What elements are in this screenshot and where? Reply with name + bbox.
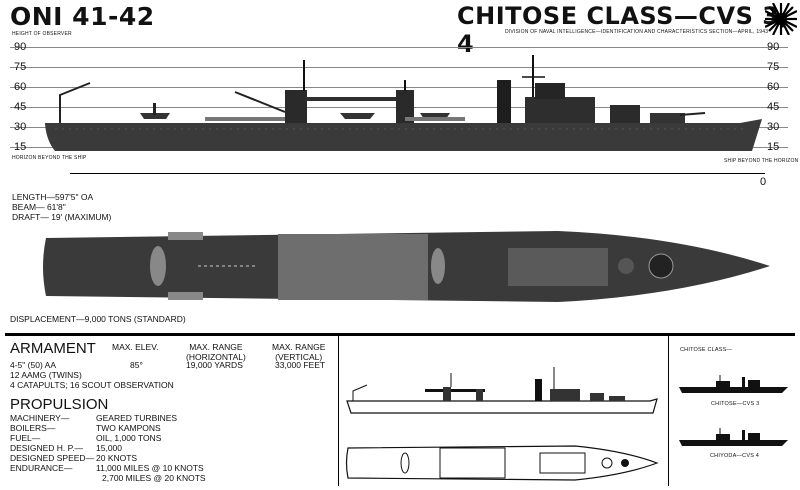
displacement-text: DISPLACEMENT—9,000 TONS (STANDARD) [10,314,186,324]
height-label: HEIGHT OF OBSERVER [12,31,72,37]
prop-value: OIL, 1,000 TONS [96,433,162,443]
scale-tick: 60 [14,81,27,93]
ship1-label: CHITOSE—CVS 3 [711,401,760,407]
scale-tick: 90 [14,41,27,53]
endurance-2: 2,700 MILES @ 20 KNOTS [102,473,206,483]
scale-tick: 45 [767,101,780,113]
prop-value: 20 KNOTS [96,453,138,463]
prop-label: DESIGNED SPEED— [10,453,95,463]
elev-value: 85° [130,360,143,370]
class-panel-title: CHITOSE CLASS— [680,347,733,353]
prop-value: 11,000 MILES @ 10 KNOTS [96,463,204,473]
rising-sun-flag-icon [765,3,797,35]
col-range-h-line1: MAX. RANGE [189,342,243,352]
scale-line-90 [10,47,788,48]
prop-label: BOILERS— [10,423,56,433]
col-range-h-line2: (HORIZONTAL) [186,352,246,362]
small-top-view [345,445,659,481]
armament-heading: ARMAMENT [10,340,96,357]
panel-divider-1 [338,336,339,486]
horizon-right-label: SHIP BEYOND THE HORIZON [724,158,799,164]
scale-tick: 45 [14,101,27,113]
section-divider [5,333,795,336]
small-side-profile [346,367,658,414]
prop-label: FUEL— [10,433,41,443]
col-range-vertical: MAX. RANGE (VERTICAL) [272,342,325,362]
scale-tick: 30 [14,121,27,133]
scale-tick: 60 [767,81,780,93]
scale-tick: 75 [767,61,780,73]
prop-label: DESIGNED H. P.— [10,443,84,453]
col-range-horizontal: MAX. RANGE (HORIZONTAL) [186,342,246,362]
ship2-label: CHIYODA—CVS 4 [710,453,760,459]
scale-tick: 15 [767,141,780,153]
page-title: CHITOSE CLASS—CVS 3, 4 [457,2,790,58]
doc-number: ONI 41-42 [10,2,155,31]
scale-line-75 [10,67,788,68]
prop-label: ENDURANCE— [10,463,73,473]
draft-text: DRAFT— 19' (MAXIMUM) [12,212,112,222]
scale-tick: 90 [767,41,780,53]
ship-side-profile [45,55,762,151]
col-range-v-line2: (VERTICAL) [275,352,323,362]
scale-tick: 75 [14,61,27,73]
horizon-left-label: HORIZON BEYOND THE SHIP [12,155,87,161]
prop-label: MACHINERY— [10,413,70,423]
zero-mark: 0 [760,176,767,188]
range-h-value: 19,000 YARDS [186,360,243,370]
propulsion-heading: PROPULSION [10,396,109,413]
col-max-elev: MAX. ELEV. [112,342,159,352]
catapults-text: 4 CATAPULTS; 16 SCOUT OBSERVATION [10,380,174,390]
prop-value: 15,000 [96,443,122,453]
dimensions: LENGTH—597'5" OA BEAM— 61'8" DRAFT— 19' … [12,192,111,222]
range-v-value: 33,000 FEET [275,360,326,370]
silhouette-chiyoda [679,428,788,446]
scale-tick: 15 [14,141,27,153]
panel-divider-2 [668,336,669,486]
subtitle: DIVISION OF NAVAL INTELLIGENCE—IDENTIFIC… [505,29,769,35]
propulsion-table: MACHINERY— GEARED TURBINES BOILERS— TWO KA… [10,413,330,483]
prop-value: GEARED TURBINES [96,413,178,423]
aamg-text: 12 AAMG (TWINS) [10,370,82,380]
scale-tick: 30 [767,121,780,133]
beam-text: BEAM— 61'8" [12,202,66,212]
length-scale-bar [70,173,765,174]
gun-text: 4-5" (50) AA [10,360,57,370]
col-range-v-line1: MAX. RANGE [272,342,326,352]
scale-line-60 [10,87,788,88]
length-text: LENGTH—597'5" OA [12,192,94,202]
ship-top-view [43,231,770,302]
silhouette-chitose [679,375,788,393]
prop-value: TWO KAMPONS [96,423,161,433]
